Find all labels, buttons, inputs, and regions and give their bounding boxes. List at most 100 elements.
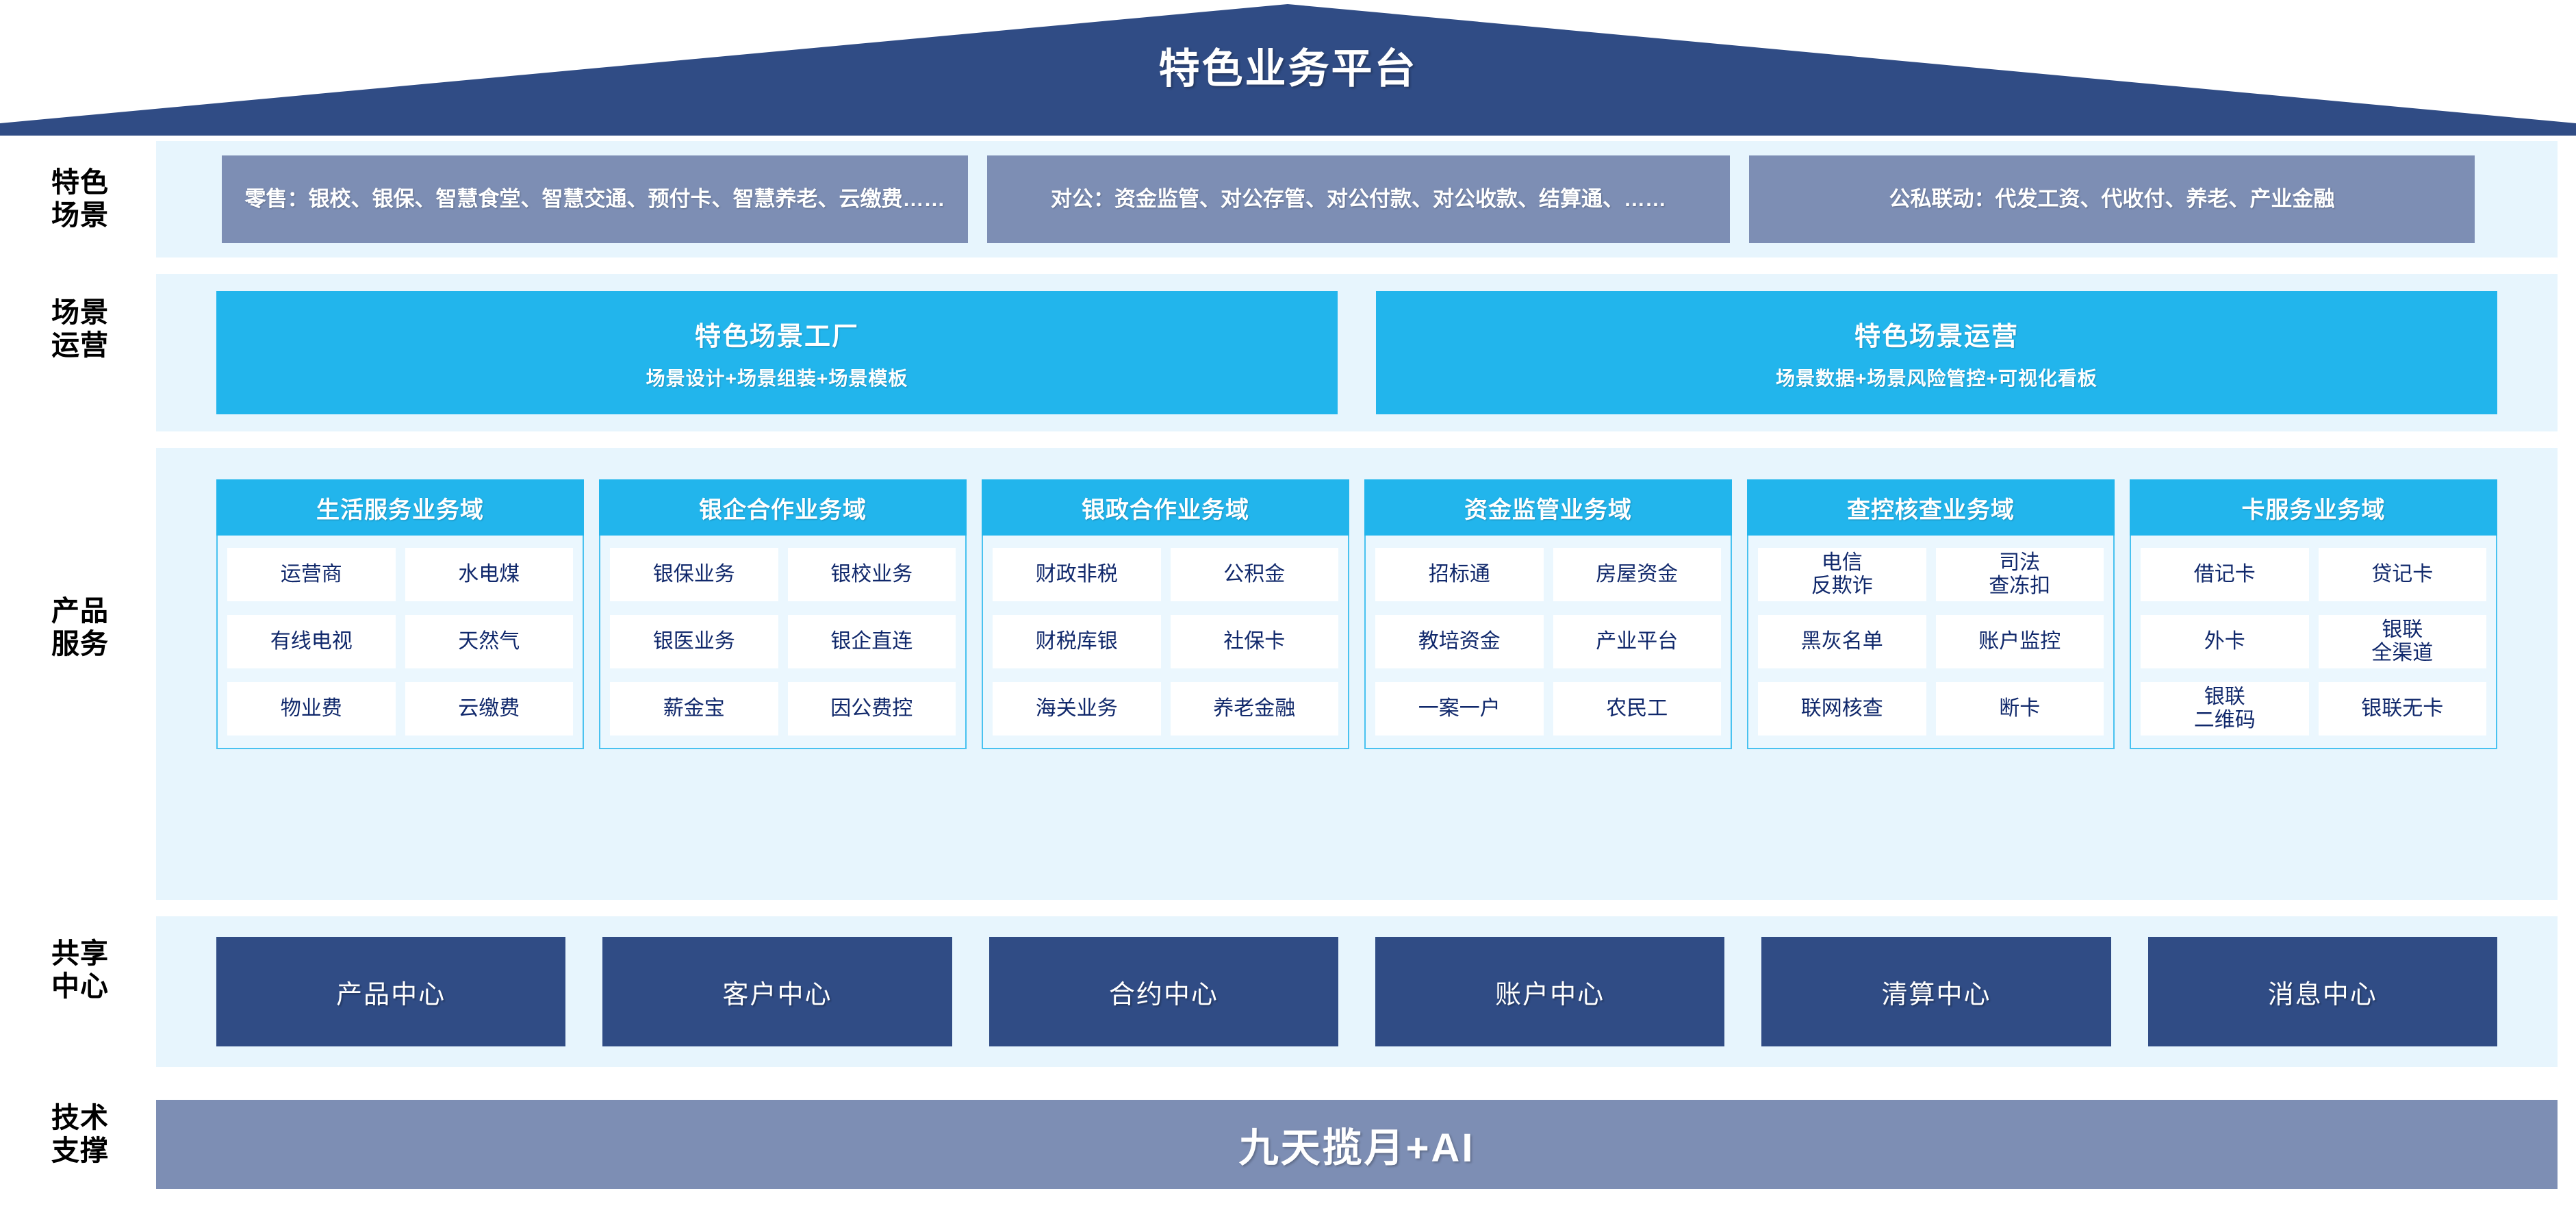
domain-card-title: 查控核查业务域	[1747, 479, 2115, 536]
domain-card[interactable]: 生活服务业务域运营商水电煤有线电视天然气物业费云缴费	[216, 479, 584, 749]
scenario-pill-linkage[interactable]: 公私联动：代发工资、代收付、养老、产业金融	[1749, 155, 2475, 243]
domain-cards-row: 生活服务业务域运营商水电煤有线电视天然气物业费云缴费银企合作业务域银保业务银校业…	[156, 448, 2558, 900]
domain-item[interactable]: 教培资金	[1375, 615, 1544, 668]
domain-item-row: 联网核查断卡	[1758, 682, 2104, 736]
domain-item[interactable]: 账户监控	[1935, 615, 2104, 668]
domain-item-row: 运营商水电煤	[227, 548, 573, 601]
rail-label-shared-centers: 共享 中心	[51, 938, 109, 1003]
domain-card[interactable]: 银政合作业务域财政非税公积金财税库银社保卡海关业务养老金融	[982, 479, 1349, 749]
domain-item[interactable]: 司法 查冻扣	[1935, 548, 2104, 601]
shared-center-box[interactable]: 清算中心	[1761, 937, 2111, 1046]
domain-card-title: 卡服务业务域	[2130, 479, 2497, 536]
domain-item[interactable]: 银校业务	[787, 548, 956, 601]
domain-item[interactable]: 农民工	[1553, 682, 1721, 736]
domain-item-row: 薪金宝因公费控	[610, 682, 956, 736]
tech-support-bar[interactable]: 九天揽月+AI	[156, 1100, 2558, 1189]
domain-item[interactable]: 黑灰名单	[1758, 615, 1926, 668]
shared-center-box[interactable]: 客户中心	[602, 937, 952, 1046]
domain-item-row: 财税库银社保卡	[993, 615, 1338, 668]
product-services-band: 生活服务业务域运营商水电煤有线电视天然气物业费云缴费银企合作业务域银保业务银校业…	[156, 448, 2558, 900]
domain-card-body: 财政非税公积金财税库银社保卡海关业务养老金融	[982, 536, 1349, 749]
domain-item[interactable]: 公积金	[1170, 548, 1338, 601]
domain-item[interactable]: 财政非税	[993, 548, 1161, 601]
domain-item[interactable]: 房屋资金	[1553, 548, 1721, 601]
domain-card[interactable]: 资金监管业务域招标通房屋资金教培资金产业平台一案一户农民工	[1364, 479, 1732, 749]
domain-item[interactable]: 银企直连	[787, 615, 956, 668]
domain-card-body: 电信 反欺诈司法 查冻扣黑灰名单账户监控联网核查断卡	[1747, 536, 2115, 749]
shared-center-box[interactable]: 合约中心	[989, 937, 1338, 1046]
domain-item-row: 电信 反欺诈司法 查冻扣	[1758, 548, 2104, 601]
operations-subtitle: 场景设计+场景组装+场景模板	[646, 367, 908, 389]
domain-item[interactable]: 电信 反欺诈	[1758, 548, 1926, 601]
domain-item[interactable]: 薪金宝	[610, 682, 778, 736]
domain-item[interactable]: 联网核查	[1758, 682, 1926, 736]
domain-card[interactable]: 银企合作业务域银保业务银校业务银医业务银企直连薪金宝因公费控	[599, 479, 967, 749]
domain-item[interactable]: 天然气	[405, 615, 573, 668]
domain-item[interactable]: 一案一户	[1375, 682, 1544, 736]
domain-card-title: 银政合作业务域	[982, 479, 1349, 536]
domain-item[interactable]: 财税库银	[993, 615, 1161, 668]
domain-item[interactable]: 水电煤	[405, 548, 573, 601]
domain-card-body: 银保业务银校业务银医业务银企直连薪金宝因公费控	[599, 536, 967, 749]
domain-item[interactable]: 外卡	[2141, 615, 2309, 668]
shared-center-box[interactable]: 消息中心	[2147, 937, 2497, 1046]
domain-card-title: 资金监管业务域	[1364, 479, 1732, 536]
domain-item-row: 教培资金产业平台	[1375, 615, 1721, 668]
domain-item-row: 银医业务银企直连	[610, 615, 956, 668]
rail-label-scenarios: 特色 场景	[51, 166, 109, 231]
shared-center-box[interactable]: 账户中心	[1375, 937, 1725, 1046]
domain-item[interactable]: 贷记卡	[2318, 548, 2486, 601]
domain-item[interactable]: 云缴费	[405, 682, 573, 736]
domain-card-title: 银企合作业务域	[599, 479, 967, 536]
domain-item[interactable]: 银联无卡	[2318, 682, 2486, 736]
operations-subtitle: 场景数据+场景风险管控+可视化看板	[1776, 367, 2097, 389]
scenarios-row: 零售：银校、银保、智慧食堂、智慧交通、预付卡、智慧养老、云缴费…… 对公：资金监…	[156, 141, 2558, 257]
roof-shape-polygon	[0, 4, 2576, 136]
scenarios-band: 零售：银校、银保、智慧食堂、智慧交通、预付卡、智慧养老、云缴费…… 对公：资金监…	[156, 141, 2558, 257]
domain-item[interactable]: 海关业务	[993, 682, 1161, 736]
domain-item[interactable]: 养老金融	[1170, 682, 1338, 736]
operations-title: 特色场景运营	[1854, 322, 2019, 351]
domain-card[interactable]: 查控核查业务域电信 反欺诈司法 查冻扣黑灰名单账户监控联网核查断卡	[1747, 479, 2115, 749]
scenario-pill-corporate[interactable]: 对公：资金监管、对公存管、对公付款、对公收款、结算通、……	[987, 155, 1730, 243]
domain-item-row: 借记卡贷记卡	[2141, 548, 2486, 601]
domain-item-row: 物业费云缴费	[227, 682, 573, 736]
domain-item[interactable]: 银联 二维码	[2141, 682, 2309, 736]
domain-item[interactable]: 产业平台	[1553, 615, 1721, 668]
domain-card-title: 生活服务业务域	[216, 479, 584, 536]
domain-item[interactable]: 断卡	[1935, 682, 2104, 736]
shared-centers-row: 产品中心客户中心合约中心账户中心清算中心消息中心	[156, 916, 2558, 1067]
domain-item[interactable]: 借记卡	[2141, 548, 2309, 601]
shared-centers-band: 产品中心客户中心合约中心账户中心清算中心消息中心	[156, 916, 2558, 1067]
domain-card-body: 运营商水电煤有线电视天然气物业费云缴费	[216, 536, 584, 749]
scenario-pill-retail[interactable]: 零售：银校、银保、智慧食堂、智慧交通、预付卡、智慧养老、云缴费……	[222, 155, 968, 243]
rail-label-tech-support: 技术 支撑	[51, 1102, 109, 1167]
domain-item-row: 一案一户农民工	[1375, 682, 1721, 736]
domain-item-row: 黑灰名单账户监控	[1758, 615, 2104, 668]
page-title: 特色业务平台	[1158, 46, 1418, 92]
operations-card-scene-operation[interactable]: 特色场景运营 场景数据+场景风险管控+可视化看板	[1376, 291, 2497, 414]
domain-item[interactable]: 银联 全渠道	[2318, 615, 2486, 668]
platform-roof-banner: 特色业务平台	[0, 0, 2576, 136]
operations-band: 特色场景工厂 场景设计+场景组装+场景模板 特色场景运营 场景数据+场景风险管控…	[156, 274, 2558, 431]
operations-row: 特色场景工厂 场景设计+场景组装+场景模板 特色场景运营 场景数据+场景风险管控…	[156, 274, 2558, 431]
domain-item[interactable]: 社保卡	[1170, 615, 1338, 668]
domain-item[interactable]: 因公费控	[787, 682, 956, 736]
domain-item[interactable]: 有线电视	[227, 615, 396, 668]
operations-card-scene-factory[interactable]: 特色场景工厂 场景设计+场景组装+场景模板	[216, 291, 1338, 414]
domain-item[interactable]: 招标通	[1375, 548, 1544, 601]
domain-item-row: 海关业务养老金融	[993, 682, 1338, 736]
domain-item[interactable]: 运营商	[227, 548, 396, 601]
domain-item-row: 招标通房屋资金	[1375, 548, 1721, 601]
domain-item-row: 财政非税公积金	[993, 548, 1338, 601]
domain-item-row: 有线电视天然气	[227, 615, 573, 668]
shared-center-box[interactable]: 产品中心	[216, 937, 566, 1046]
domain-card-body: 借记卡贷记卡外卡银联 全渠道银联 二维码银联无卡	[2130, 536, 2497, 749]
domain-item-row: 银联 二维码银联无卡	[2141, 682, 2486, 736]
domain-item[interactable]: 银医业务	[610, 615, 778, 668]
domain-item[interactable]: 物业费	[227, 682, 396, 736]
domain-item[interactable]: 银保业务	[610, 548, 778, 601]
rail-label-operations: 场景 运营	[51, 297, 109, 362]
domain-item-row: 银保业务银校业务	[610, 548, 956, 601]
domain-card[interactable]: 卡服务业务域借记卡贷记卡外卡银联 全渠道银联 二维码银联无卡	[2130, 479, 2497, 749]
